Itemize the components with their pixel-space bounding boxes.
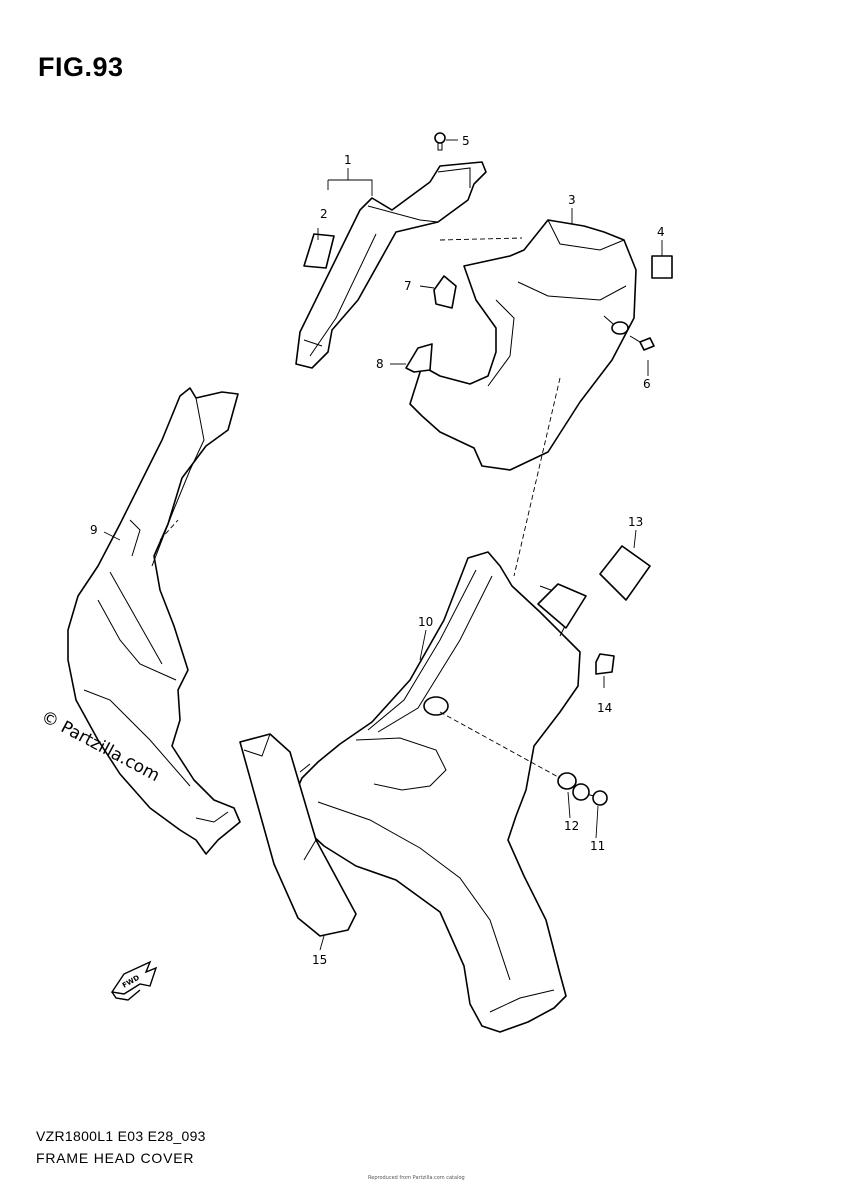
- callout-1: 1: [344, 153, 352, 167]
- model-code: VZR1800L1 E03 E28_093: [36, 1128, 206, 1144]
- assembly-line-10-to-12: [439, 711, 561, 779]
- callout-9: 9: [90, 523, 98, 537]
- assembly-line-3-top: [439, 237, 523, 241]
- part-9-left-cover: [67, 387, 241, 855]
- part-11-screw: [585, 790, 608, 806]
- section-name: FRAME HEAD COVER: [36, 1150, 195, 1166]
- part-4-pad: [651, 255, 673, 279]
- callout-15: 15: [312, 953, 327, 967]
- callout-11: 11: [590, 839, 605, 853]
- part-3-upper-frame-cover: [409, 219, 637, 471]
- callout-7: 7: [404, 279, 412, 293]
- part-10-main-frame-cover: [291, 551, 587, 1033]
- callout-4: 4: [657, 225, 665, 239]
- callout-14: 14: [597, 701, 612, 715]
- part-2-pad: [303, 233, 335, 269]
- leader-lines: [103, 139, 663, 951]
- part-1-upper-bracket-cover: [295, 161, 487, 369]
- part-12-grommet: [557, 772, 590, 801]
- assembly-line-9: [159, 519, 179, 541]
- part-15-trim-strip: [239, 733, 357, 937]
- callout-labels: 1 2 3 4 5 6 7 8 9 10 11 12 13 14 15: [90, 134, 665, 967]
- fine-print: Reproduced from Partzilla.com catalog: [368, 1175, 465, 1181]
- part-8-plate: [405, 343, 433, 373]
- callout-5: 5: [462, 134, 470, 148]
- callout-6: 6: [643, 377, 651, 391]
- assembly-line-3-to-10: [513, 377, 561, 577]
- forward-arrow-icon: FWD: [110, 960, 158, 1001]
- part-5-clip: [434, 132, 446, 151]
- callout-3: 3: [568, 193, 576, 207]
- part-14-pad: [595, 653, 615, 675]
- callout-13: 13: [628, 515, 643, 529]
- figure-title: FIG.93: [38, 52, 124, 82]
- callout-8: 8: [376, 357, 384, 371]
- part-13-pad: [599, 545, 651, 601]
- part-7-plate: [433, 275, 457, 309]
- callout-12: 12: [564, 819, 579, 833]
- callout-2: 2: [320, 207, 328, 221]
- callout-10: 10: [418, 615, 433, 629]
- part-6-screw: [629, 335, 655, 351]
